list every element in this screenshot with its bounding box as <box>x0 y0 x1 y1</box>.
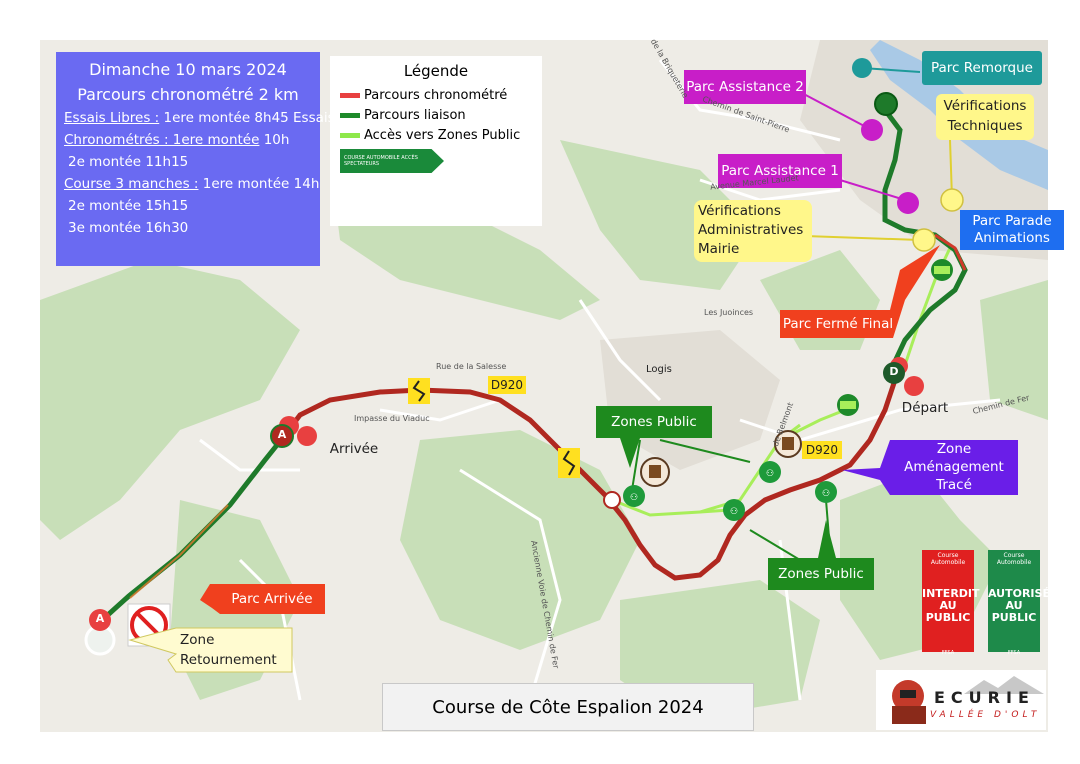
map-text-salesse: Rue de la Salesse <box>436 362 507 371</box>
legend-item-access: Accès vers Zones Public <box>340 128 532 143</box>
logo-sub: VALLÉE D'OLT <box>930 710 1041 720</box>
buvette-cup-2 <box>782 437 794 450</box>
parc-arrivee-callout <box>200 584 325 614</box>
parc-ferme-label: Parc Fermé Final <box>782 316 894 332</box>
depart-label: Départ <box>901 400 949 416</box>
zones-public-bottom-label: Zones Public <box>778 566 864 582</box>
legend-swatch-timed <box>340 93 360 98</box>
legend-swatch-liaison <box>340 113 360 118</box>
d920-label-a: D920 <box>488 376 526 394</box>
autorise-ffsa: FFSA <box>1007 650 1021 656</box>
retournement-callout <box>128 627 293 673</box>
buvette-cup-1 <box>649 465 661 478</box>
svg-text:⚇: ⚇ <box>822 489 830 499</box>
assistance-pointers <box>799 91 906 201</box>
course-2: 2e montée 15h15 <box>68 198 189 214</box>
chrono-label: Chronométrés : 1ere montée <box>64 132 260 148</box>
assistance-1-marker <box>897 192 919 214</box>
legend-label-timed: Parcours chronométré <box>364 88 508 103</box>
legend-swatch-access <box>340 133 360 138</box>
zones-public-top-callout <box>596 406 712 468</box>
interdit-body: INTERDIT AU PUBLIC <box>922 587 980 624</box>
map-title: Course de Côte Espalion 2024 <box>382 683 754 731</box>
spectator-access-sign: COURSE AUTOMOBILE ACCÈS SPECTATEURS <box>340 149 444 173</box>
legend-title: Légende <box>403 62 469 80</box>
course-length: Parcours chronométré 2 km <box>77 85 299 104</box>
parc-remorque-label: Parc Remorque <box>922 51 1042 85</box>
remorque-marker <box>852 58 872 78</box>
parc-arrivee-label: Parc Arrivée <box>231 591 313 607</box>
return-marker <box>89 609 111 631</box>
legend-item-timed: Parcours chronométré <box>340 88 532 103</box>
parc-assistance-1-label: Parc Assistance 1 <box>718 154 842 188</box>
assistance-2-marker <box>861 119 883 141</box>
ecurie-logo: ECURIE VALLÉE D'OLT <box>876 670 1046 730</box>
svg-text:⚇: ⚇ <box>766 469 774 479</box>
arrivee-marker <box>270 424 294 448</box>
zones-public-top-label: Zones Public <box>611 414 697 430</box>
spectator-zone-icons <box>623 461 837 521</box>
map-text-juoinces: Les Juoinces <box>704 308 754 317</box>
verif-admin-label: Vérifications Administratives Mairie <box>694 200 812 262</box>
arrivee-marker-letter: A <box>277 428 287 441</box>
course-manches: Course 3 manches : 1ere montée 14h <box>64 176 319 192</box>
course-3: 3e montée 16h30 <box>68 220 189 236</box>
legend-item-liaison: Parcours liaison <box>340 108 532 123</box>
zone-retournement-label: Zone Retournement <box>180 632 277 668</box>
depart-marker-letter: D <box>889 365 899 378</box>
autorise-body: AUTORISÉ AU PUBLIC <box>988 587 1050 624</box>
essais-chrono: Chronométrés : 1ere montée 10h <box>64 132 312 148</box>
parking-icons <box>837 259 953 416</box>
parc-ferme-callout <box>780 245 940 338</box>
schedule-box: Dimanche 10 mars 2024 Parcours chronomét… <box>56 52 335 266</box>
verif-tech-label: Vérifications Techniques <box>936 94 1034 140</box>
svg-text:⚇: ⚇ <box>730 507 738 517</box>
svg-text:⚇: ⚇ <box>630 493 638 503</box>
chrono-2: 2e montée 11h15 <box>68 154 189 170</box>
d920-label-b: D920 <box>802 441 842 459</box>
zone-amenagement-label: Zone Aménagement Tracé <box>904 441 1004 493</box>
autorise-panel: Course Automobile AUTORISÉ AU PUBLIC FFS… <box>988 550 1050 656</box>
return-overlay <box>129 504 229 599</box>
essais-label: Essais Libres : <box>64 110 160 126</box>
map-text-impasse: Impasse du Viaduc <box>354 414 430 423</box>
interdit-panel: Course Automobile INTERDIT AU PUBLIC FFS… <box>922 550 980 656</box>
final-segment <box>934 233 967 271</box>
verif-admin-marker <box>912 228 936 252</box>
essais-value: 1ere montée 8h45 Essais <box>159 110 335 126</box>
verif-tech-marker <box>940 188 964 212</box>
parc-assistance-2-label: Parc Assistance 2 <box>684 70 806 104</box>
depart-marker <box>883 362 905 384</box>
autorise-head: Course Automobile <box>996 552 1032 566</box>
legend-label-liaison: Parcours liaison <box>364 108 466 123</box>
logo-word: ECURIE <box>934 688 1035 707</box>
sign-text: COURSE AUTOMOBILE ACCÈS SPECTATEURS <box>344 155 418 167</box>
course-label: Course 3 manches : <box>64 176 199 192</box>
chrono-value: 10h <box>259 132 290 148</box>
course-value: 1ere montée 14h <box>198 176 320 192</box>
info-point-icon <box>603 491 621 509</box>
parc-parade-label: Parc Parade Animations <box>960 210 1064 250</box>
return-marker-letter: A <box>95 612 105 625</box>
legend-label-access: Accès vers Zones Public <box>364 128 521 143</box>
interdit-head: Course Automobile <box>930 552 966 566</box>
amenagement-callout <box>842 440 1018 495</box>
liaison-start-marker <box>874 92 898 116</box>
map-text-logis: Logis <box>646 364 672 375</box>
logo-mountain-icon <box>964 676 1044 694</box>
interdit-ffsa: FFSA <box>941 650 955 656</box>
depart-flag-icon <box>904 376 924 396</box>
event-date: Dimanche 10 mars 2024 <box>89 60 287 79</box>
essais-libres: Essais Libres : 1ere montée 8h45 Essais <box>64 110 335 126</box>
logo-driver-icon <box>892 680 926 724</box>
zones-public-bottom-callout <box>768 520 874 590</box>
chicane-glyph-1 <box>412 380 426 402</box>
chicane-glyph-2 <box>562 450 576 476</box>
legend: Légende Parcours chronométré Parcours li… <box>330 56 542 226</box>
arrivee-flag-icon <box>297 426 317 446</box>
arrivee-label: Arrivée <box>329 441 379 457</box>
spectator-icon-glyphs: ⚇ ⚇ ⚇ ⚇ <box>630 469 830 517</box>
